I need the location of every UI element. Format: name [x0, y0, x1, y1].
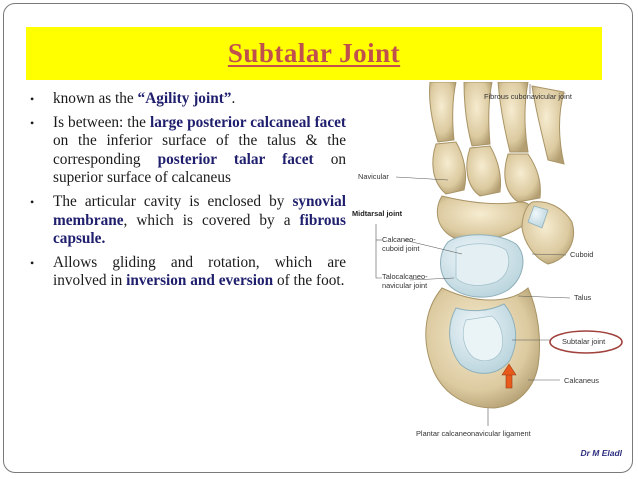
label-calcaneocuboid-joint: Calcaneo- cuboid joint [382, 235, 420, 253]
bullet-list: • known as the “Agility joint”. • Is betwe… [28, 90, 346, 296]
bullet-dot: • [30, 255, 35, 270]
bullet-item: • The articular cavity is enclosed by syn… [28, 193, 346, 249]
leader-lines [375, 84, 571, 426]
label-subtalar-joint: Subtalar joint [562, 337, 606, 346]
label-talus: Talus [574, 293, 592, 302]
bullet-item: • Is between: the large posterior calcane… [28, 114, 346, 188]
label-midtarsal-joint: Midtarsal joint [352, 209, 403, 218]
author-credit: Dr M Eladl [580, 448, 622, 458]
title-bar: Subtalar Joint [26, 27, 602, 80]
bullet-plain-text: , which is covered by a [123, 211, 300, 229]
calcaneus-bone [425, 287, 541, 409]
talus-bone [440, 234, 524, 298]
orange-arrow-icon [501, 363, 517, 389]
label-cuboid: Cuboid [570, 250, 594, 259]
label-fibrous-cubonavicular-joint: Fibrous cubonavicular joint [484, 92, 572, 101]
bullet-text: The articular cavity is enclosed by syno… [53, 193, 346, 247]
slide-title: Subtalar Joint [227, 38, 401, 68]
bullet-highlight-text: “Agility joint” [137, 90, 232, 107]
subtalar-highlight-circle [549, 330, 623, 354]
bullet-item: • Allows gliding and rotation, which are … [28, 254, 346, 291]
bullet-item: • known as the “Agility joint”. [28, 90, 346, 109]
bullet-dot: • [30, 92, 35, 106]
foot-bones-illustration [375, 81, 623, 426]
tarsal-bones [432, 141, 574, 265]
bullet-dot: • [30, 115, 35, 130]
bullet-highlight-text: fibrous capsule. [53, 211, 346, 248]
label-talocalcaneonavicular-joint: Talocalcaneo- navicular joint [382, 272, 428, 290]
bullet-text: Is between: the large posterior calcanea… [53, 114, 346, 187]
bullet-plain-text: Allows gliding and rotation, which are i… [53, 253, 346, 290]
bullet-plain-text: on the inferior surface of the talus & t… [53, 132, 346, 168]
label-plantar-calcaneonavicular-ligament: Plantar calcaneonavicular ligament [416, 429, 531, 438]
bullet-text: Allows gliding and rotation, which are i… [53, 254, 346, 290]
bullet-plain-text: . [231, 90, 236, 107]
bullet-plain-text: Is between: the [53, 113, 150, 131]
bullet-plain-text: known as the [53, 90, 138, 107]
label-calcaneus: Calcaneus [564, 376, 599, 385]
bullet-highlight-text: posterior talar facet [157, 150, 314, 168]
bullet-highlight-text: inversion and eversion [126, 272, 274, 290]
foot-anatomy-figure: Fibrous cubonavicular joint Navicular Mi… [352, 81, 624, 446]
metatarsal-bones [429, 81, 565, 165]
bullet-plain-text: The articular cavity is enclosed by [53, 192, 293, 210]
bullet-highlight-text: synovial membrane [53, 192, 346, 229]
bullet-text: known as the “Agility joint”. [53, 90, 235, 107]
bullet-plain-text: of the foot. [273, 272, 345, 290]
label-navicular: Navicular [358, 172, 389, 181]
bullet-highlight-text: large posterior calcaneal facet [149, 113, 347, 131]
bullet-plain-text: on superior surface of calcaneus [53, 150, 346, 187]
bullet-dot: • [30, 194, 35, 209]
